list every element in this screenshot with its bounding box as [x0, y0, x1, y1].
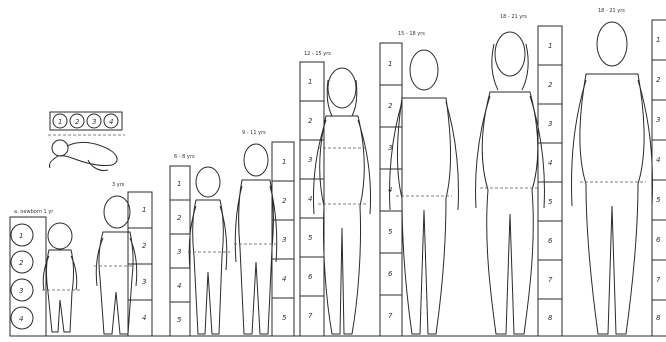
unit-6: 6	[656, 236, 661, 244]
infant-unit-2: 2	[75, 118, 80, 126]
unit-5: 5	[308, 234, 313, 242]
unit-3: 3	[656, 116, 660, 124]
unit-3: 3	[548, 120, 552, 128]
unit-2: 2	[177, 214, 182, 222]
unit-3: 3	[142, 278, 146, 286]
unit-2: 2	[19, 259, 24, 267]
group-label: 12 - 15 yrs	[304, 51, 331, 57]
unit-2: 2	[388, 102, 393, 110]
unit-2: 2	[282, 197, 287, 205]
group-label: 6 - 8 yrs	[174, 154, 195, 160]
unit-1: 1	[282, 158, 286, 166]
unit-4: 4	[548, 159, 552, 167]
infant-unit-3: 3	[92, 118, 96, 126]
unit-2: 2	[142, 242, 147, 250]
unit-2: 2	[548, 81, 553, 89]
unit-1: 1	[548, 42, 552, 50]
group-label: 18 - 21 yrs	[500, 14, 527, 20]
unit-5: 5	[656, 196, 661, 204]
unit-7: 7	[656, 276, 661, 284]
unit-1: 1	[142, 206, 146, 214]
unit-5: 5	[548, 198, 553, 206]
unit-4: 4	[282, 275, 286, 283]
unit-7: 7	[548, 276, 553, 284]
group-label: 15 - 18 yrs	[398, 31, 425, 37]
unit-3: 3	[19, 287, 23, 295]
unit-7: 7	[308, 312, 313, 320]
infant-unit-1: 1	[58, 118, 62, 126]
unit-4: 4	[19, 315, 23, 323]
unit-8: 8	[548, 314, 553, 322]
unit-5: 5	[388, 228, 393, 236]
unit-4: 4	[388, 186, 392, 194]
unit-4: 4	[308, 195, 312, 203]
unit-8: 8	[656, 314, 661, 322]
group-label: 3 yrs	[112, 182, 125, 188]
unit-1: 1	[308, 78, 312, 86]
unit-4: 4	[656, 156, 660, 164]
group-label: 18 - 21 yrs	[598, 8, 625, 14]
unit-5: 5	[282, 314, 287, 322]
unit-3: 3	[282, 236, 286, 244]
group-label: 9 - 11 yrs	[242, 130, 266, 136]
group-label: a. newborn 1 yr	[14, 209, 54, 215]
unit-7: 7	[388, 312, 393, 320]
unit-3: 3	[308, 156, 312, 164]
unit-6: 6	[388, 270, 393, 278]
unit-4: 4	[142, 314, 146, 322]
unit-3: 3	[177, 248, 181, 256]
unit-6: 6	[548, 237, 553, 245]
unit-1: 1	[177, 180, 181, 188]
unit-1: 1	[656, 36, 660, 44]
unit-1: 1	[19, 232, 23, 240]
unit-5: 5	[177, 316, 182, 324]
unit-1: 1	[388, 60, 392, 68]
unit-4: 4	[177, 282, 181, 290]
unit-6: 6	[308, 273, 313, 281]
unit-2: 2	[656, 76, 661, 84]
infant-unit-4: 4	[109, 118, 113, 126]
unit-2: 2	[308, 117, 313, 125]
